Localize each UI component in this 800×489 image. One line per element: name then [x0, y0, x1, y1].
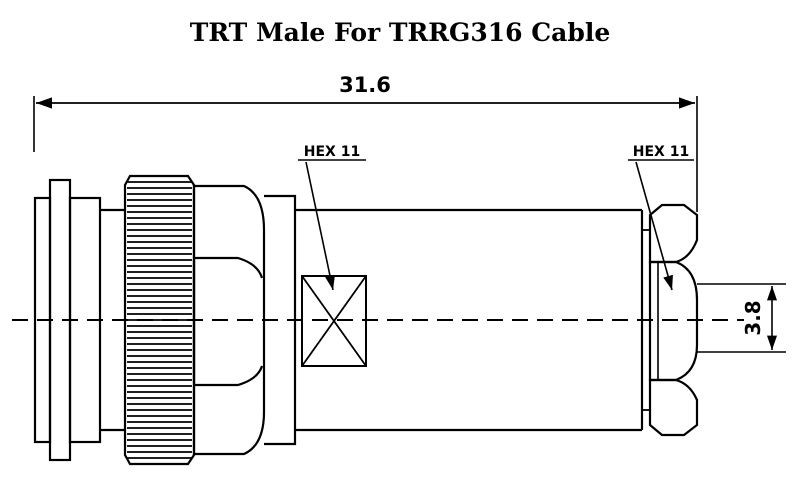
rear-hex-nut [641, 203, 699, 437]
hex-right-leader [628, 159, 694, 291]
overall-length-dimension [33, 96, 698, 212]
pin-diameter-label: 3.8 [741, 300, 765, 335]
hex-left-leader [298, 159, 366, 291]
hex-right-label: HEX 11 [633, 144, 689, 160]
overall-length-label: 31.6 [339, 73, 391, 97]
knurled-coupling-nut [123, 174, 196, 466]
drawing-title: TRT Male For TRRG316 Cable [189, 18, 611, 47]
wrench-flat-square [301, 275, 367, 367]
front-hex-body [192, 184, 266, 456]
pin-diameter-dimension [697, 283, 786, 353]
hex-left-label: HEX 11 [304, 144, 360, 160]
